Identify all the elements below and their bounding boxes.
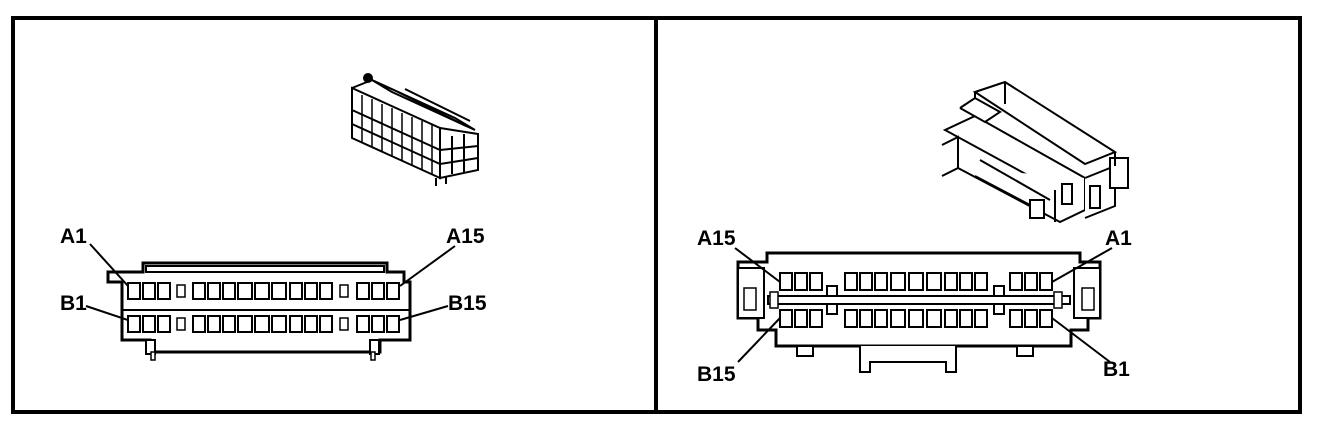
right-label-top-right: A1 (1105, 227, 1132, 250)
left-connector-3d-view (351, 73, 479, 186)
left-leader-lines (85, 243, 456, 321)
right-label-top-left: A15 (697, 227, 736, 250)
right-panel: A15 A1 B15 B1 (697, 80, 1132, 386)
left-panel: A1 A15 B1 B15 (60, 73, 487, 361)
left-label-bottom-left: B1 (60, 292, 87, 315)
right-label-bottom-left: B15 (697, 363, 736, 386)
left-connector-face (106, 261, 412, 361)
left-label-top-left: A1 (60, 225, 87, 248)
right-connector-3d-view (941, 80, 1129, 224)
right-label-bottom-right: B1 (1103, 358, 1130, 381)
left-label-bottom-right: B15 (448, 292, 487, 315)
left-label-top-right: A15 (446, 225, 485, 248)
right-connector-face (736, 251, 1102, 373)
right-leader-lines (734, 247, 1113, 363)
